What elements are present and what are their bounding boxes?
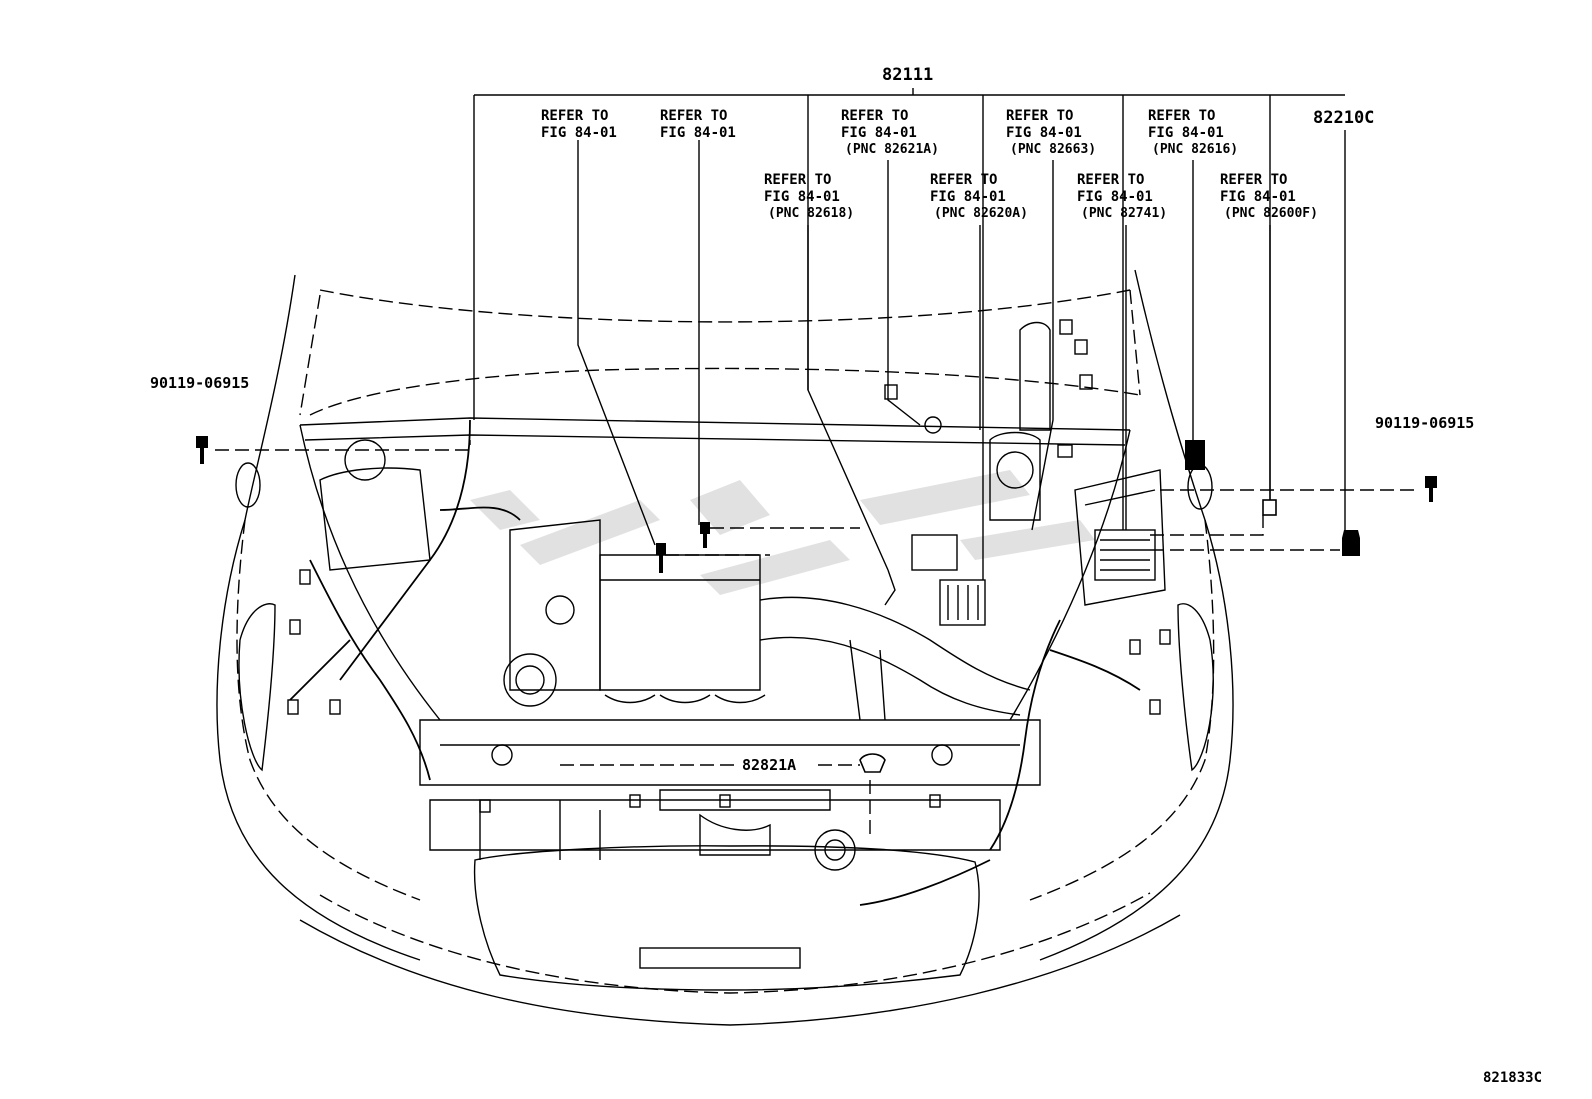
refer-note-3: REFER TO FIG 84-01 (PNC 82621A) (841, 108, 939, 157)
svg-text:REFER TO: REFER TO (764, 172, 831, 188)
label-illustration-code: 821833C (1483, 1070, 1542, 1086)
svg-text:FIG 84-01: FIG 84-01 (841, 125, 917, 141)
svg-text:REFER TO: REFER TO (541, 108, 608, 124)
svg-text:REFER TO: REFER TO (660, 108, 727, 124)
parts (196, 436, 1437, 773)
refer-note-9: REFER TO FIG 84-01 (PNC 82600F) (1220, 172, 1318, 221)
svg-text:REFER TO: REFER TO (1220, 172, 1287, 188)
svg-text:FIG 84-01: FIG 84-01 (541, 125, 617, 141)
refer-note-5: REFER TO FIG 84-01 (PNC 82616) (1148, 108, 1238, 157)
label-bolt-right: 90119-06915 (1375, 414, 1474, 432)
label-82111: 82111 (882, 65, 933, 85)
watermark (470, 470, 1095, 595)
callout-lines (215, 88, 1420, 840)
label-82821A: 82821A (742, 756, 796, 774)
refer-note-8: REFER TO FIG 84-01 (PNC 82741) (1077, 172, 1167, 221)
svg-text:(PNC 82616): (PNC 82616) (1152, 142, 1238, 157)
refer-note-6: REFER TO FIG 84-01 (PNC 82618) (764, 172, 854, 221)
engine-bay (287, 319, 1171, 906)
svg-text:REFER TO: REFER TO (930, 172, 997, 188)
svg-text:FIG 84-01: FIG 84-01 (1006, 125, 1082, 141)
refer-notes: REFER TO FIG 84-01 REFER TO FIG 84-01 RE… (541, 108, 1318, 221)
svg-text:(PNC 82663): (PNC 82663) (1010, 142, 1096, 157)
svg-text:FIG 84-01: FIG 84-01 (1077, 189, 1153, 205)
svg-text:FIG 84-01: FIG 84-01 (1148, 125, 1224, 141)
svg-text:FIG 84-01: FIG 84-01 (930, 189, 1006, 205)
svg-text:REFER TO: REFER TO (1006, 108, 1073, 124)
label-bolt-left: 90119-06915 (150, 374, 249, 392)
refer-note-2: REFER TO FIG 84-01 (660, 108, 736, 141)
svg-text:REFER TO: REFER TO (1077, 172, 1144, 188)
svg-text:REFER TO: REFER TO (1148, 108, 1215, 124)
svg-text:FIG 84-01: FIG 84-01 (660, 125, 736, 141)
refer-note-1: REFER TO FIG 84-01 (541, 108, 617, 141)
car-body (216, 269, 1234, 1026)
svg-text:FIG 84-01: FIG 84-01 (764, 189, 840, 205)
refer-note-7: REFER TO FIG 84-01 (PNC 82620A) (930, 172, 1028, 221)
part-number-labels: 82111 82210C 90119-06915 90119-06915 828… (150, 65, 1542, 1086)
svg-text:FIG 84-01: FIG 84-01 (1220, 189, 1296, 205)
refer-note-4: REFER TO FIG 84-01 (PNC 82663) (1006, 108, 1096, 157)
label-82210C: 82210C (1313, 108, 1374, 128)
svg-text:REFER TO: REFER TO (841, 108, 908, 124)
svg-text:(PNC 82621A): (PNC 82621A) (845, 142, 939, 157)
svg-text:(PNC 82600F): (PNC 82600F) (1224, 206, 1318, 221)
svg-text:(PNC 82620A): (PNC 82620A) (934, 206, 1028, 221)
svg-text:(PNC 82618): (PNC 82618) (768, 206, 854, 221)
svg-text:(PNC 82741): (PNC 82741) (1081, 206, 1167, 221)
